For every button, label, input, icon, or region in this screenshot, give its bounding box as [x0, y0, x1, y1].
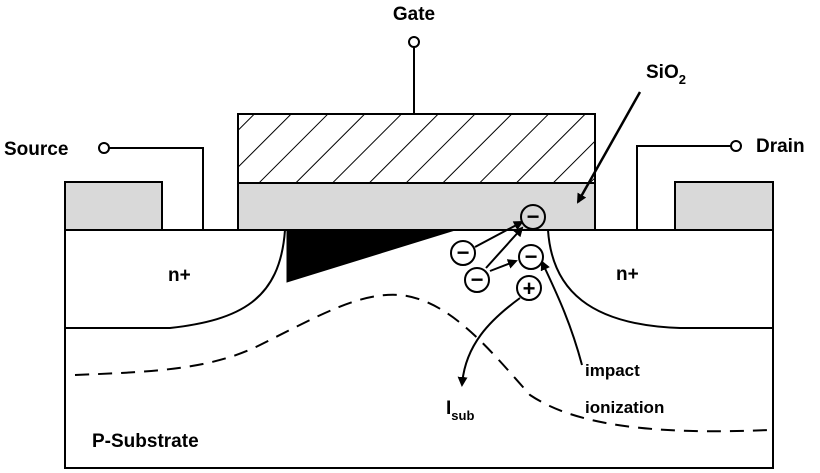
channel-pinch [286, 229, 456, 283]
drain-terminal [730, 140, 742, 152]
gate-terminal [408, 36, 420, 48]
ionization-label: ionization [585, 398, 664, 417]
substrate-current-label: Isub [446, 398, 474, 423]
drain-contact [674, 181, 774, 231]
n-plus-source-boundary [65, 229, 286, 329]
source-lead [109, 147, 204, 230]
depletion-boundary [74, 293, 771, 433]
oxide-label: SiO2 [646, 62, 686, 87]
substrate-label: P-Substrate [92, 431, 199, 452]
source-terminal [98, 142, 110, 154]
drain-lead [636, 145, 731, 230]
electron-path-2 [485, 226, 524, 269]
electron-path-3 [489, 259, 518, 272]
gate-electrode [237, 113, 596, 184]
n-plus-drain-label: n+ [616, 264, 639, 285]
gate-label: Gate [393, 4, 435, 25]
impact-label: impact [585, 361, 640, 380]
oxide-pointer [576, 91, 642, 204]
hole: + [516, 275, 542, 301]
svg-text:−: − [471, 267, 484, 292]
source-contact [64, 181, 163, 231]
electron: − [518, 244, 544, 270]
electron: − [520, 204, 546, 230]
source-label: Source [4, 139, 68, 160]
svg-text:−: − [457, 240, 470, 265]
svg-text:+: + [523, 276, 536, 301]
svg-text:−: − [527, 204, 540, 229]
n-plus-source-label: n+ [168, 265, 191, 286]
substrate-current-arrow [457, 297, 521, 387]
n-plus-drain-boundary [547, 229, 773, 329]
svg-text:−: − [525, 244, 538, 269]
impact-ionization-pointer [540, 260, 583, 366]
electron: − [464, 267, 490, 293]
electron: − [450, 240, 476, 266]
electron-path-1 [474, 221, 524, 248]
drain-label: Drain [756, 136, 805, 157]
